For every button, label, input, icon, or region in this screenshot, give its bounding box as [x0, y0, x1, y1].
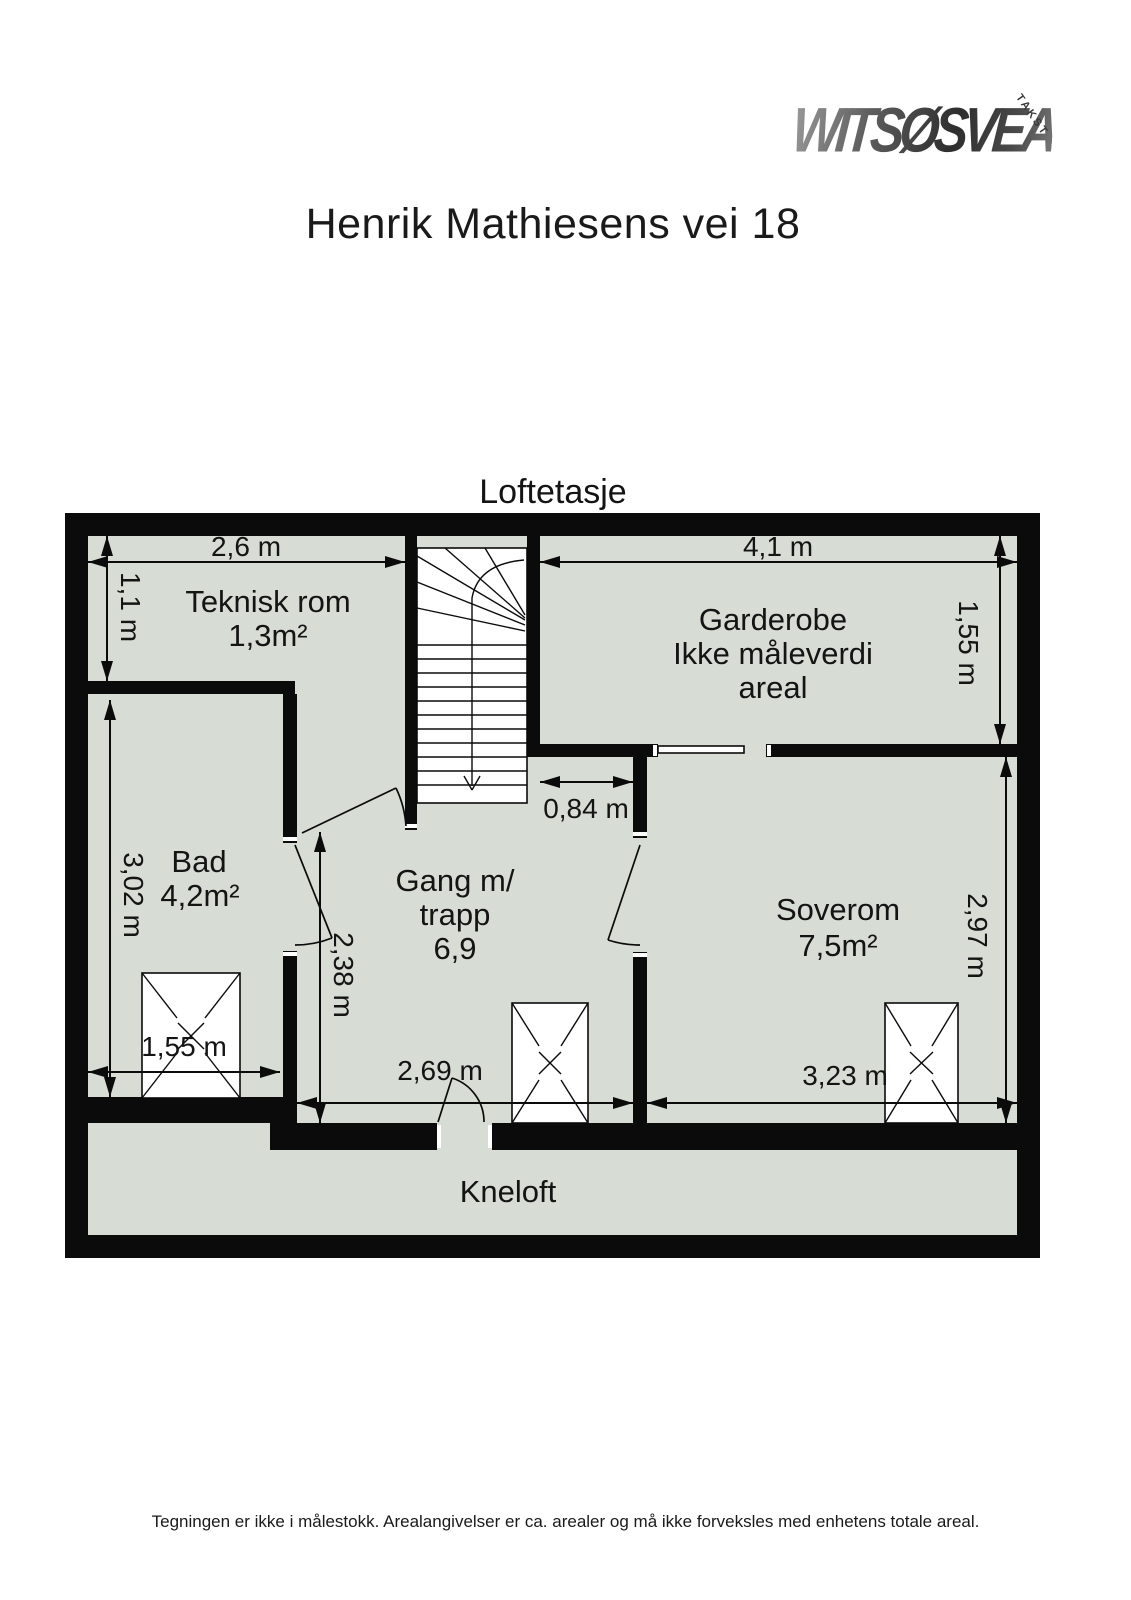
door-arc-soverom [607, 939, 641, 946]
wall-garderobe-bottom-right [766, 744, 1017, 757]
disclaimer-text: Tegningen er ikke i målestokk. Arealangi… [151, 1512, 980, 1531]
room-kneloft-name: Kneloft [460, 1174, 557, 1209]
jamb [633, 832, 647, 836]
dim-teknisk-depth: 1,1 m [115, 572, 146, 642]
jamb [283, 837, 297, 841]
stair-walkline-arrow [471, 775, 481, 791]
door-arc-bad [294, 937, 333, 946]
skylight-cross [204, 972, 241, 1019]
sliding-door [657, 745, 745, 754]
skylight-cross [177, 1022, 205, 1050]
skylight-cross [560, 1002, 589, 1047]
staircase [416, 547, 528, 804]
dim-bad-width: 1,55 m [141, 1031, 227, 1062]
wall-garderobe-bottom-left [527, 744, 658, 757]
wall-stair-right [527, 536, 540, 750]
wall-kneloft-right [492, 1123, 1017, 1150]
stair-walkline-arrow [463, 775, 473, 791]
jamb [767, 745, 771, 756]
stair-winder [416, 581, 526, 626]
dimension-lines [88, 536, 1017, 1123]
door-arc-kneloft [451, 1077, 485, 1123]
jamb [283, 952, 297, 956]
dim-teknisk-width: 2,6 m [211, 531, 281, 562]
jamb [488, 1125, 492, 1148]
room-labels: Teknisk rom 1,3m² Garderobe Ikke målever… [160, 584, 900, 1209]
dim-gang-height: 2,38 m [328, 932, 359, 1018]
room-garderobe-name: Garderobe [699, 602, 847, 637]
dim-garderobe-depth: 1,55 m [953, 600, 984, 686]
door-arc-teknisk [395, 787, 407, 827]
dim-gang-width: 2,69 m [397, 1055, 483, 1086]
wall-stair-left [405, 536, 417, 830]
dim-stair-offset: 0,84 m [543, 793, 629, 824]
wall-teknisk-bottom [88, 681, 295, 694]
wall-bad-bottom [65, 1097, 270, 1123]
stair-walkline [471, 559, 525, 786]
stair-winder [484, 547, 526, 616]
room-soverom-name: Soverom [776, 892, 900, 927]
dim-soverom-width: 3,23 m [802, 1060, 888, 1091]
room-soverom-area: 7,5m² [798, 928, 877, 963]
room-gang-line1: Gang m/ [396, 863, 515, 898]
room-gang-area: 6,9 [433, 931, 476, 966]
dim-soverom-height: 2,97 m [962, 893, 993, 979]
stair-winder [444, 547, 526, 619]
wall-kneloft-step [270, 1097, 297, 1150]
skylight-cross [538, 1051, 562, 1075]
wall-kneloft-left [297, 1123, 437, 1150]
room-garderobe-note2: areal [739, 670, 808, 705]
skylight-cross [884, 1002, 912, 1047]
dim-bad-height: 3,02 m [118, 852, 149, 938]
jamb [437, 1125, 441, 1148]
skylight-cross [141, 972, 178, 1019]
room-bad-area: 4,2m² [160, 878, 239, 913]
dim-garderobe-width: 4,1 m [743, 531, 813, 562]
address-title: Henrik Mathiesens vei 18 [305, 200, 801, 248]
stair-winder [416, 607, 526, 632]
jamb [633, 953, 647, 957]
wall-bad-gang-lower [283, 951, 297, 1097]
interior-walls [65, 536, 1017, 1150]
wall-gang-soverom-lower [633, 952, 647, 1123]
skylight-cross [511, 1002, 540, 1047]
stair-winder [416, 555, 526, 621]
skylight-cross [931, 1002, 959, 1047]
dimension-labels: 2,6 m 4,1 m 1,1 m 1,55 m 3,02 m 2,38 m 1… [115, 531, 993, 1091]
room-teknisk-name: Teknisk rom [185, 584, 350, 619]
wall-bad-gang-upper [283, 694, 297, 843]
room-garderobe-note1: Ikke måleverdi [673, 636, 873, 671]
room-gang-line2: trapp [420, 897, 491, 932]
room-bad-name: Bad [171, 844, 226, 879]
jamb [653, 745, 657, 756]
door-leaf-soverom [607, 844, 641, 941]
room-teknisk-area: 1,3m² [228, 618, 307, 653]
door-leaf-teknisk [301, 787, 397, 834]
jamb [405, 824, 417, 828]
skylight-cross [909, 1051, 934, 1075]
wall-gang-soverom-upper [633, 750, 647, 838]
floor-title: Loftetasje [479, 473, 626, 511]
door-jambs [283, 745, 771, 1148]
